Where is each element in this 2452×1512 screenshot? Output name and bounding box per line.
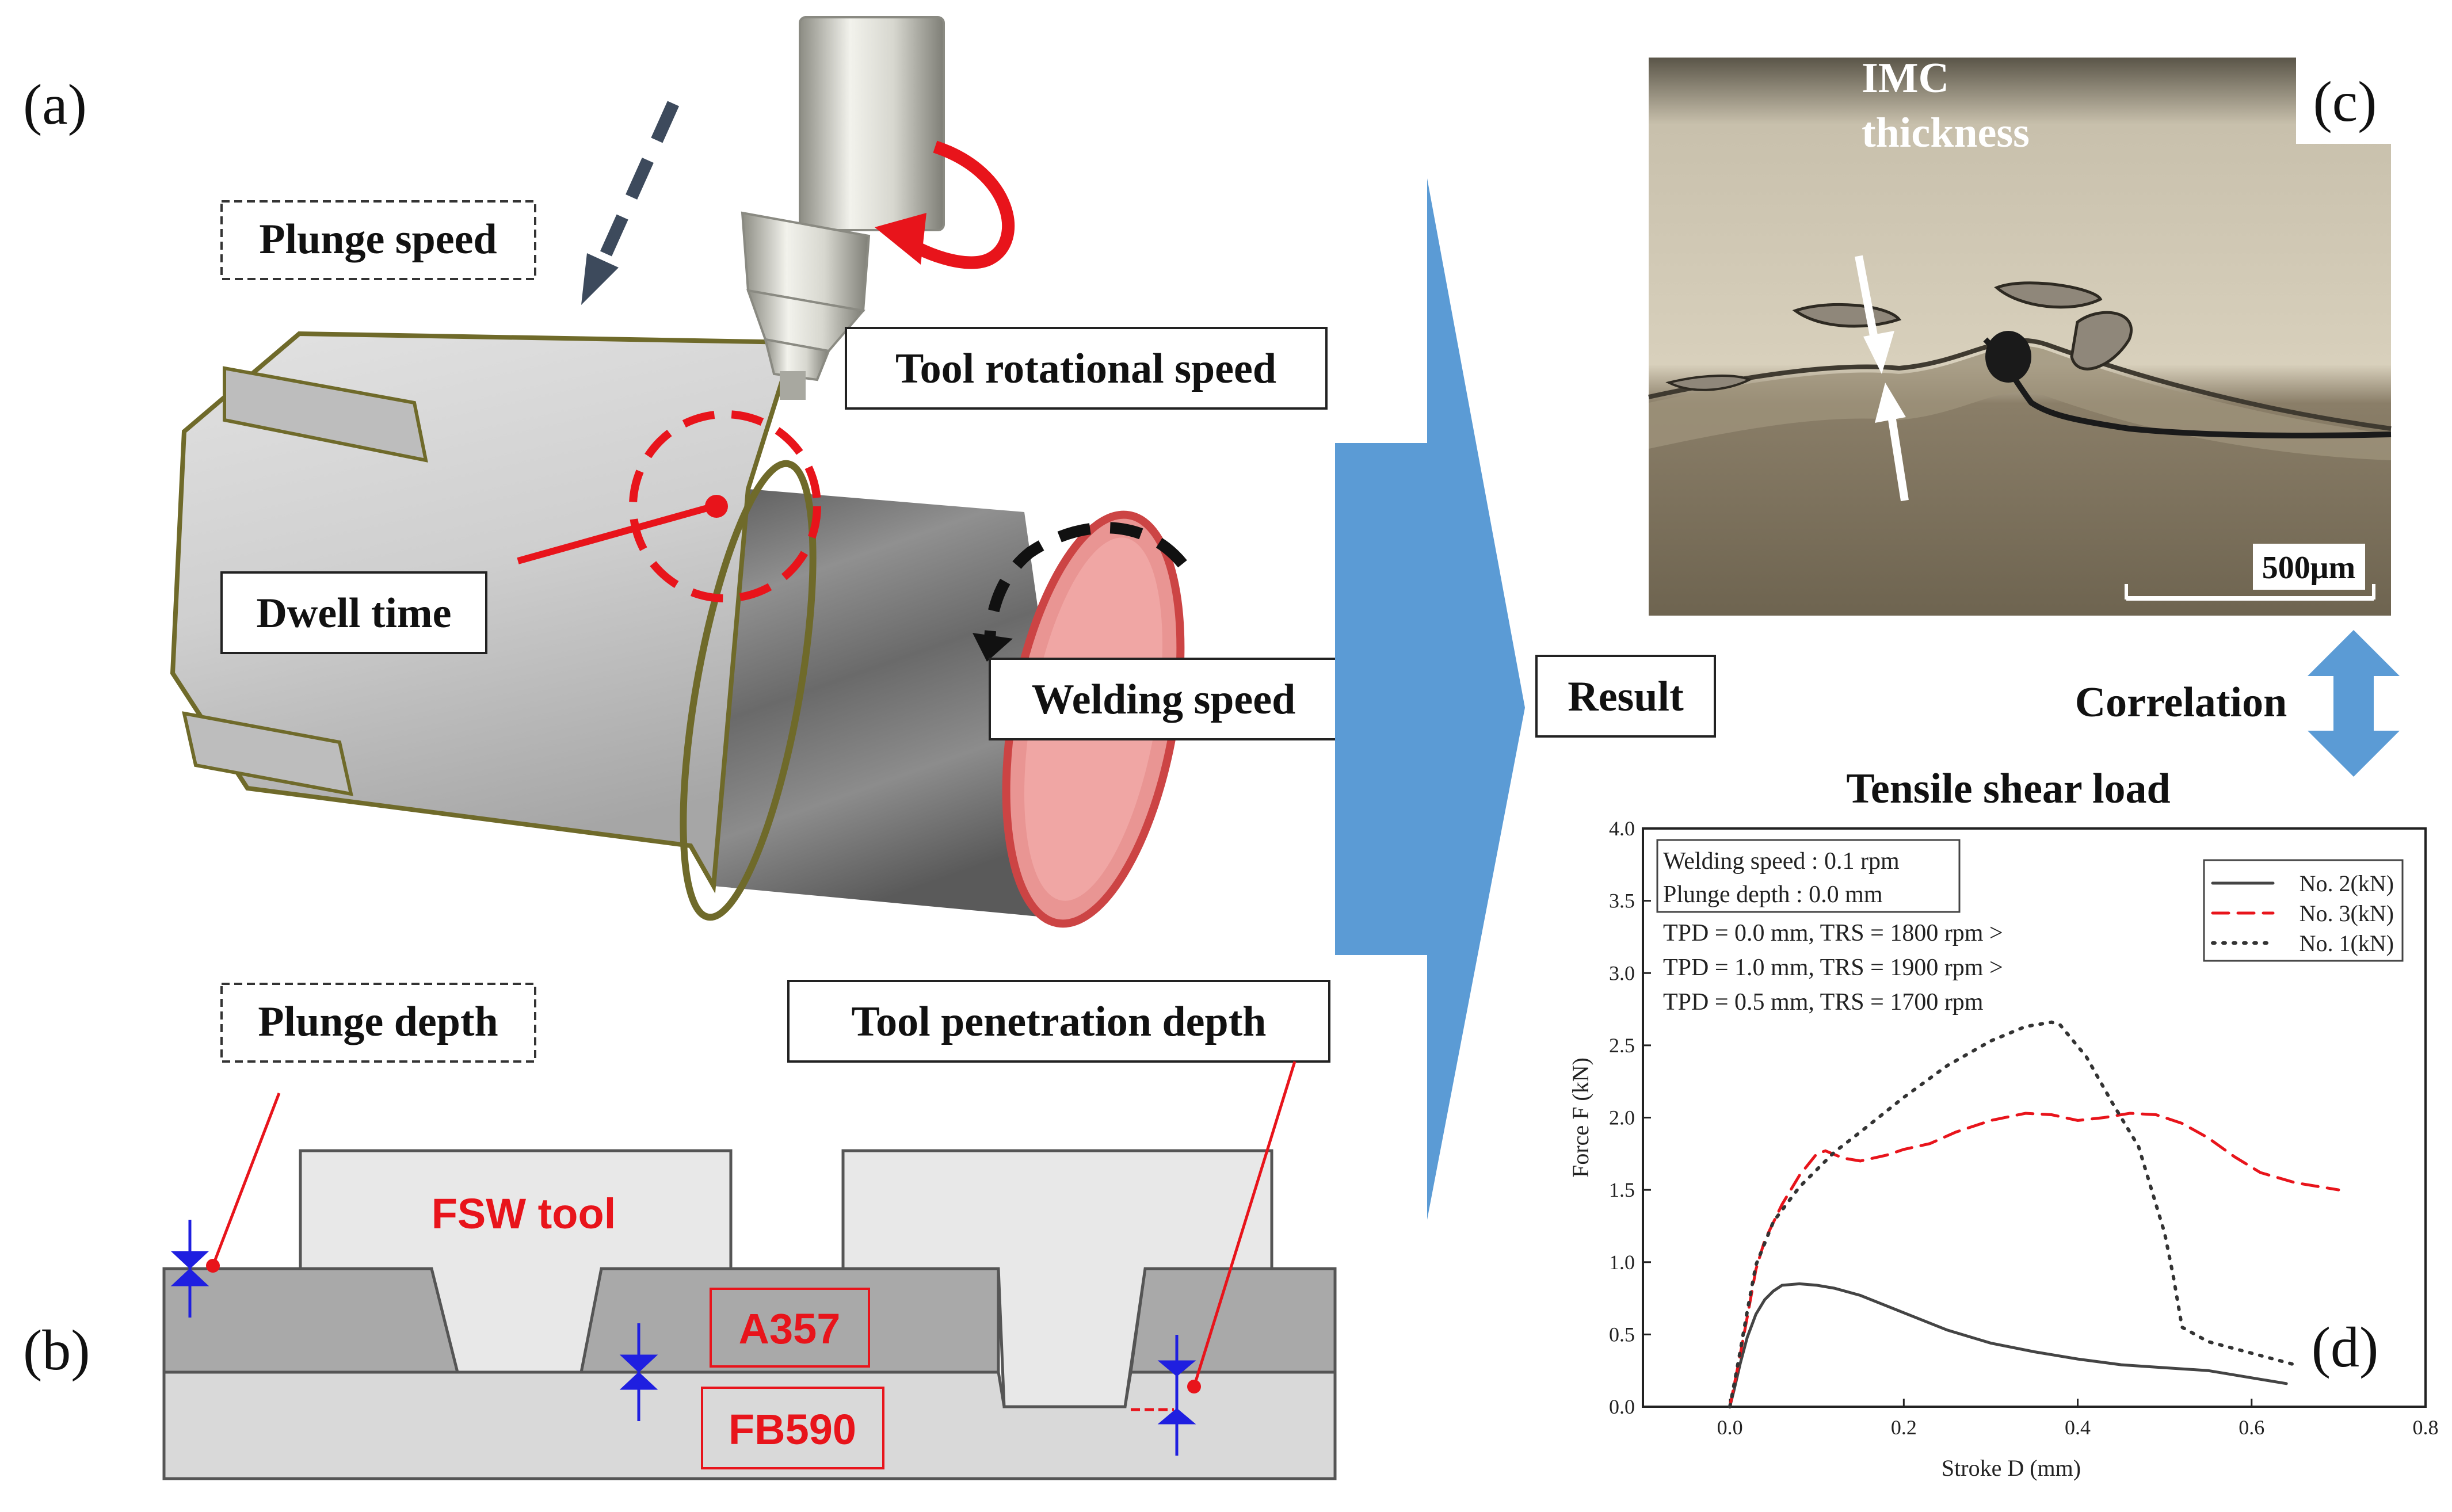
dwell-time-pointer — [517, 503, 715, 564]
plunge-depth-leader-dot — [206, 1259, 220, 1273]
x-tick-label: 0.0 — [1717, 1416, 1743, 1439]
dwell-time-dot — [705, 495, 728, 518]
annotation-line: TPD = 0.5 mm, TRS = 1700 rpm — [1663, 989, 1984, 1015]
x-tick-label: 0.8 — [2413, 1416, 2439, 1439]
fsw-tool-left — [299, 1149, 733, 1374]
y-tick-label: 1.0 — [1609, 1251, 1635, 1274]
y-tick-label: 4.0 — [1609, 817, 1635, 840]
x-axis-label: Stroke D (mm) — [1942, 1455, 2081, 1481]
y-tick-label: 1.5 — [1609, 1178, 1635, 1201]
tool-penetration-depth-label: Tool penetration depth — [852, 998, 1267, 1045]
tool-penetration-depth-box — [787, 980, 1330, 1063]
y-tick-label: 2.0 — [1609, 1106, 1635, 1129]
y-tick-label: 2.5 — [1609, 1034, 1635, 1057]
a357-sheet-right — [1129, 1267, 1337, 1374]
a357-label: A357 — [739, 1305, 841, 1353]
plunge-depth-label: Plunge depth — [258, 998, 498, 1045]
series-line-2 — [1728, 1112, 2340, 1408]
welding-speed-label: Welding speed — [1032, 676, 1296, 723]
a357-sheet-left — [162, 1267, 460, 1374]
fsw-tool-3d — [741, 16, 945, 400]
dwell-time-circle — [629, 410, 821, 602]
imc-label-line1: IMC — [1862, 55, 1949, 102]
dwell-time-box — [220, 571, 487, 654]
result-label: Result — [1568, 673, 1684, 720]
legend-entry: No. 1(kN) — [2300, 930, 2394, 956]
welding-speed-arrow — [984, 522, 1187, 645]
info-box — [1656, 839, 1961, 913]
fsw-tool-label: FSW tool — [432, 1190, 616, 1238]
micrograph — [1648, 58, 2392, 616]
y-tick-label: 3.0 — [1609, 961, 1635, 984]
scale-bar-label: 500μm — [2262, 550, 2355, 586]
penetration-depth-leader — [1192, 1061, 1296, 1387]
tensile-shear-chart: 0.0 0.2 0.4 0.6 0.8 0.0 0.5 1.0 1.5 2.0 2.5 3.0 3.5 4… — [1568, 817, 2439, 1481]
correlation-label: Correlation — [2075, 679, 2287, 726]
tool-rotation-arrowhead — [875, 213, 926, 265]
panel-label-b: (b) — [23, 1318, 90, 1382]
plunge-speed-arrowhead — [581, 253, 619, 305]
tool-rotation-arrow — [894, 140, 1015, 269]
plunge-speed-arrow — [592, 101, 680, 273]
y-tick-label: 3.5 — [1609, 889, 1635, 912]
fsw-tool-right — [841, 1149, 1273, 1408]
panel-label-c-box — [2296, 58, 2391, 144]
legend-entry: No. 2(kN) — [2300, 870, 2394, 896]
plunge-speed-box — [220, 200, 536, 280]
penetration-depth-leader-dot — [1187, 1380, 1201, 1393]
y-tick-label: 0.0 — [1609, 1395, 1635, 1418]
series-line-1 — [1728, 1282, 2288, 1408]
plunge-depth-leader — [211, 1093, 281, 1266]
scale-bar-box — [2253, 544, 2365, 590]
fb590-label: FB590 — [729, 1406, 856, 1453]
series-line-3 — [1728, 1020, 2297, 1408]
legend-box — [2203, 859, 2404, 962]
depth-markers — [170, 1220, 1196, 1456]
dwell-time-label: Dwell time — [256, 590, 451, 637]
result-box — [1535, 655, 1716, 738]
plunge-depth-box — [220, 983, 536, 1063]
panel-label-a: (a) — [23, 72, 87, 136]
welding-speed-arrowhead — [973, 633, 1013, 662]
info-box-line: Welding speed : 0.1 rpm — [1663, 848, 1900, 875]
info-box-line: Plunge depth : 0.0 mm — [1663, 881, 1883, 908]
plunge-speed-label: Plunge speed — [259, 216, 497, 263]
result-flow-arrow — [1335, 178, 1525, 1220]
cross-section — [162, 1149, 1337, 1480]
correlation-arrow — [2308, 630, 2400, 777]
a357-box — [710, 1288, 870, 1368]
x-tick-label: 0.6 — [2239, 1416, 2264, 1439]
y-tick-label: 0.5 — [1609, 1323, 1635, 1346]
fb590-box — [701, 1387, 884, 1469]
y-axis-label: Force F (kN) — [1568, 1057, 1593, 1178]
imc-label-line2: thickness — [1862, 109, 2030, 156]
annotation-line: TPD = 0.0 mm, TRS = 1800 rpm > — [1663, 920, 2003, 946]
x-tick-label: 0.2 — [1891, 1416, 1917, 1439]
panel-label-d: (d) — [2312, 1315, 2379, 1379]
legend-entry: No. 3(kN) — [2300, 900, 2394, 926]
panel-label-c: (c) — [2313, 70, 2377, 133]
x-tick-label: 0.4 — [2065, 1416, 2091, 1439]
tool-rotational-speed-box — [845, 327, 1328, 410]
annotation-line: TPD = 1.0 mm, TRS = 1900 rpm > — [1663, 954, 2003, 981]
chart-title: Tensile shear load — [1846, 765, 2170, 812]
tool-rotational-speed-label: Tool rotational speed — [895, 345, 1276, 392]
